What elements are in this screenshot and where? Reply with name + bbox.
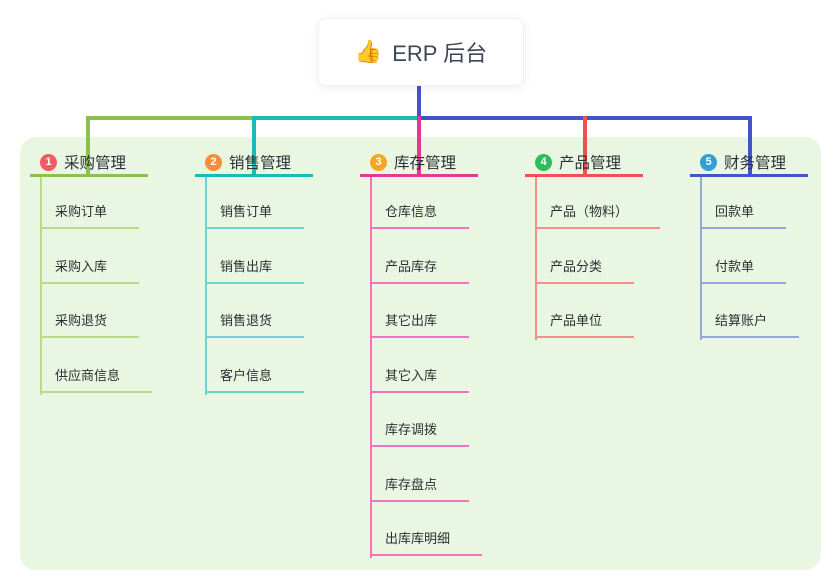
child-item-label[interactable]: 回款单 [700,201,787,229]
child-item-label[interactable]: 仓库信息 [370,201,470,229]
thumbs-up-icon: 👍 [354,39,383,64]
branch-header-sales[interactable]: 2 销售管理 [195,146,313,177]
branch-number-badge: 5 [700,154,717,171]
child-item-label[interactable]: 库存调拨 [370,419,470,447]
child-row: 销售订单 [205,175,305,229]
branch-header-purchase[interactable]: 1 采购管理 [30,146,148,177]
branch-number-badge: 2 [205,154,222,171]
child-item-label[interactable]: 采购入库 [40,256,140,284]
child-row: 结算账户 [700,284,800,338]
child-row: 采购入库 [40,229,152,284]
child-item-label[interactable]: 库存盘点 [370,474,470,502]
child-row: 仓库信息 [370,175,482,229]
branches-panel [20,137,821,570]
child-item-label[interactable]: 客户信息 [205,365,305,393]
child-item-label[interactable]: 采购订单 [40,201,140,229]
child-row: 付款单 [700,229,799,284]
child-row: 其它入库 [370,338,482,393]
child-row: 库存盘点 [370,447,482,502]
branch-label: 采购管理 [64,155,127,172]
drop-line-product [583,116,587,177]
child-item-label[interactable]: 产品分类 [535,256,635,284]
child-row: 产品单位 [535,284,660,338]
child-item-label[interactable]: 销售出库 [205,256,305,284]
bus-line-sales [252,116,421,120]
branch-label: 库存管理 [394,155,457,172]
child-item-label[interactable]: 采购退货 [40,310,140,338]
child-row: 产品库存 [370,229,482,284]
child-item-label[interactable]: 结算账户 [700,310,800,338]
branch-header-inventory[interactable]: 3 库存管理 [360,146,478,177]
child-row: 采购退货 [40,284,152,338]
branch-child-connector [700,177,702,340]
child-row: 客户信息 [205,338,305,393]
drop-line-sales [252,116,256,177]
child-row: 库存调拨 [370,393,482,447]
child-item-label[interactable]: 供应商信息 [40,365,153,393]
branch-child-connector [205,177,207,395]
branch-header-finance[interactable]: 5 财务管理 [690,146,808,177]
branch-label: 财务管理 [724,155,787,172]
root-node-label: ERP 后台 [392,41,488,66]
child-item-label[interactable]: 付款单 [700,256,787,284]
child-row: 产品分类 [535,229,660,284]
branch-child-connector [40,177,42,395]
bus-line-purchase [86,116,256,120]
branch-number-badge: 1 [40,154,57,171]
child-item-label[interactable]: 其它入库 [370,365,470,393]
root-connector-line [417,84,421,120]
child-item-label[interactable]: 产品（物料） [535,201,661,229]
drop-line-purchase [86,116,90,177]
child-row: 回款单 [700,175,799,229]
child-row: 供应商信息 [40,338,153,393]
child-row: 采购订单 [40,175,152,229]
branch-header-product[interactable]: 4 产品管理 [525,146,643,177]
child-item-label[interactable]: 产品库存 [370,256,470,284]
branch-number-badge: 3 [370,154,387,171]
drop-line-finance [748,116,752,177]
child-row: 其它出库 [370,284,482,338]
branch-number-badge: 4 [535,154,552,171]
branch-label: 销售管理 [229,155,292,172]
child-row: 销售退货 [205,284,305,338]
child-row: 出库库明细 [370,502,483,556]
child-item-label[interactable]: 销售订单 [205,201,305,229]
branch-child-connector [370,177,372,558]
child-row: 销售出库 [205,229,305,284]
child-row: 产品（物料） [535,175,661,229]
child-item-label[interactable]: 其它出库 [370,310,470,338]
child-item-label[interactable]: 产品单位 [535,310,635,338]
root-node[interactable]: 👍 ERP 后台 [318,18,524,86]
branch-label: 产品管理 [559,155,622,172]
child-item-label[interactable]: 销售退货 [205,310,305,338]
drop-line-inventory [417,116,421,177]
child-item-label[interactable]: 出库库明细 [370,528,483,556]
branch-child-connector [535,177,537,340]
